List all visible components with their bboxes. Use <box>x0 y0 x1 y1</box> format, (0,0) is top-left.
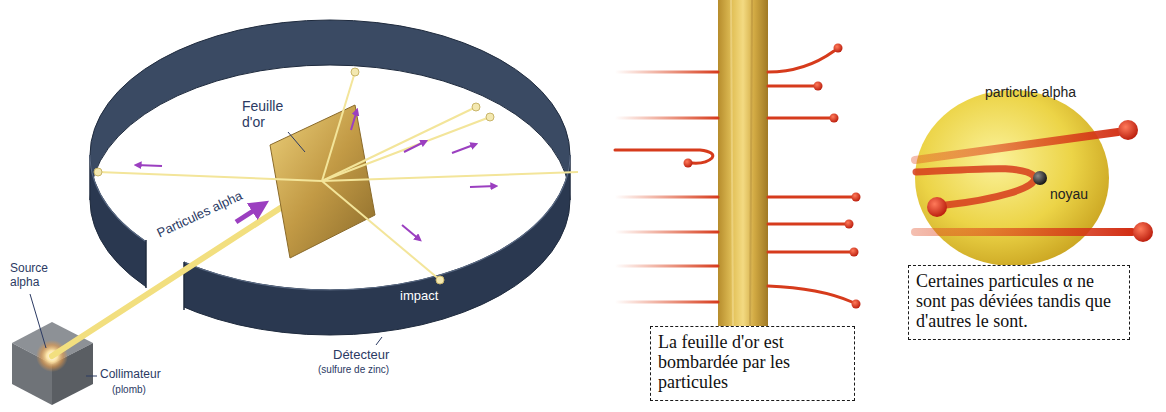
leader-line <box>30 294 46 348</box>
gold-atom <box>915 90 1109 266</box>
particle-track <box>615 231 718 234</box>
note-text: Certaines particules α ne sont pas dévié… <box>916 271 1122 331</box>
particle-track <box>768 117 830 120</box>
alpha-particle <box>834 44 843 53</box>
particle-track <box>615 265 718 268</box>
particles <box>684 44 861 309</box>
leader-line <box>86 376 97 377</box>
particle-track <box>615 71 718 74</box>
impact-dot <box>472 103 480 111</box>
alpha-particle <box>684 159 693 168</box>
particle-track <box>768 85 814 88</box>
direction-arrow <box>470 186 496 187</box>
particle-track <box>768 196 852 199</box>
ray <box>98 172 322 181</box>
alpha-particle <box>1118 120 1138 140</box>
particle-track <box>615 196 718 199</box>
impact-dot <box>486 113 494 121</box>
alpha-particle <box>927 197 947 217</box>
leader-line <box>376 337 382 345</box>
particle-track <box>768 223 845 226</box>
direction-arrow <box>402 225 420 240</box>
alpha-particle <box>1133 222 1153 242</box>
part-label: Détecteur <box>333 348 389 363</box>
scattered-rays <box>98 72 578 280</box>
impact-dot <box>436 276 444 284</box>
ray <box>322 72 355 181</box>
part-label: Feuille d'or <box>242 98 304 130</box>
direction-arrow <box>136 165 162 166</box>
particle-track <box>768 286 852 302</box>
nucleus <box>1033 171 1047 185</box>
alpha-particle <box>830 114 839 123</box>
leader-line <box>288 132 305 152</box>
impact-dot <box>351 68 359 76</box>
part-label: Source alpha <box>10 262 62 290</box>
impact-label: impact <box>400 289 438 304</box>
reflected-track <box>615 150 713 163</box>
alpha-particle <box>852 300 861 309</box>
direction-arrow <box>404 141 426 152</box>
alpha-particle <box>852 193 861 202</box>
ray <box>322 107 476 181</box>
ray <box>322 117 490 181</box>
particle-track <box>768 251 850 254</box>
material-label: (sulfure de zinc) <box>318 364 389 376</box>
beam-arrow <box>236 204 264 222</box>
beam-label: Particules alpha <box>155 189 245 242</box>
ring-gap-edge <box>145 240 147 288</box>
particle-track <box>915 228 1132 236</box>
note-box: Certaines particules α ne sont pas dévié… <box>908 265 1130 340</box>
note-box: La feuille d'or est bombardée par les pa… <box>650 326 855 401</box>
direction-arrow <box>351 110 357 130</box>
impact-dots <box>94 68 494 284</box>
alpha-particle <box>850 248 859 257</box>
part-label: Collimateur <box>100 368 161 382</box>
ray <box>322 181 440 280</box>
ray <box>322 172 578 181</box>
particle-track <box>915 132 1118 160</box>
alpha-particle <box>845 220 854 229</box>
alpha-particle <box>814 82 823 91</box>
foil-texture <box>731 0 733 332</box>
particle-track <box>615 301 718 304</box>
direction-arrow <box>452 144 476 153</box>
particle-track <box>615 117 718 120</box>
impact-dot <box>94 168 102 176</box>
note-text: La feuille d'or est bombardée par les pa… <box>658 332 847 392</box>
gold-foil-bar <box>718 0 768 334</box>
foil-bar <box>718 0 768 334</box>
outgoing-particles <box>768 51 852 302</box>
particle-label: particule alpha <box>985 84 1076 100</box>
particle-track <box>768 51 834 72</box>
material-label: (plomb) <box>112 384 146 396</box>
incoming-particles <box>615 72 718 302</box>
foil-texture <box>750 0 752 332</box>
nucleus-label: noyau <box>1050 186 1088 202</box>
leader-lines <box>30 132 382 376</box>
